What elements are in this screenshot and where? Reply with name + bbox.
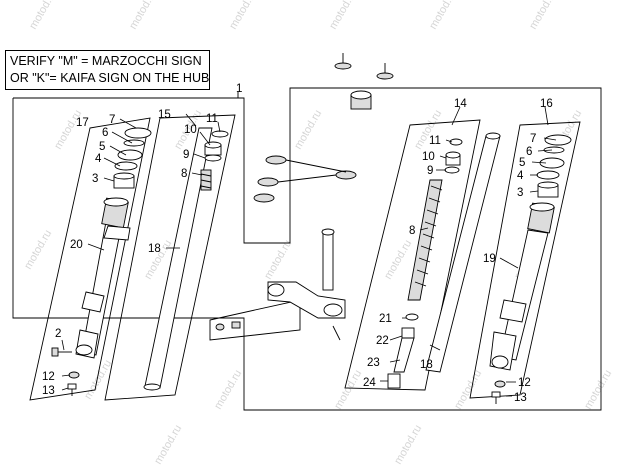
callout-4: 4 [95, 153, 102, 165]
ring-21 [405, 313, 419, 321]
callout-8-right: 8 [409, 225, 415, 237]
watermark: motod.ru [52, 108, 84, 152]
watermark: motod.ru [82, 358, 114, 402]
verification-note: VERIFY "M" = MARZOCCHI SIGN OR "K"= KAIF… [5, 50, 210, 90]
callout-23: 23 [367, 357, 380, 369]
spring-8-right [407, 179, 443, 301]
callout-19: 19 [483, 253, 496, 265]
callout-11: 11 [206, 113, 218, 125]
callout-22: 22 [376, 335, 389, 347]
callout-2: 2 [55, 328, 61, 340]
right-inner-tube-box [344, 119, 481, 391]
bolt-13 [67, 383, 77, 390]
top-bolts [334, 53, 394, 80]
callout-21: 21 [379, 313, 392, 325]
spring-8-left [200, 169, 212, 191]
callout-16: 16 [540, 98, 553, 110]
steering-stem [321, 228, 335, 291]
left-inner-tube [143, 127, 213, 391]
watermark: motod.ru [527, 0, 559, 32]
piece-24 [387, 373, 401, 389]
note-line-2: OR "K"= KAIFA SIGN ON THE HUB [10, 71, 210, 85]
rod-23 [393, 337, 415, 373]
rod-22 [401, 327, 415, 339]
callout-15: 15 [158, 109, 171, 121]
watermark: motod.ru [27, 0, 59, 32]
washer-12 [68, 371, 80, 379]
callout-12-right: 12 [518, 377, 531, 389]
top-nut [350, 90, 372, 110]
callout-20: 20 [70, 239, 83, 251]
callout-4-right: 4 [517, 170, 524, 182]
callout-12: 12 [42, 371, 55, 383]
callout-9-right: 9 [427, 165, 433, 177]
callouts: 1 2 3 4 5 6 7 8 9 10 11 12 13 14 15 16 1… [42, 83, 553, 404]
callout-6: 6 [102, 127, 108, 139]
callout-10: 10 [184, 124, 197, 136]
watermark: motod.ru [327, 0, 359, 32]
left-inner-tube-box [104, 114, 236, 401]
clamp-box [209, 299, 301, 341]
o-ring-11-right [449, 138, 463, 146]
watermark: motod.ru [227, 0, 259, 32]
callout-3-right: 3 [517, 187, 523, 199]
note-line-1: VERIFY "M" = MARZOCCHI SIGN [10, 54, 202, 68]
washer-12-right [494, 380, 506, 388]
leader-lines [61, 106, 557, 397]
watermark: motod.ru [292, 108, 324, 152]
callout-17: 17 [76, 117, 89, 129]
callout-24: 24 [363, 377, 376, 389]
right-fork-box [469, 121, 581, 399]
watermark: motod.ru [582, 368, 614, 412]
watermark: motod.ru [452, 368, 484, 412]
watermark: motod.ru [262, 238, 294, 282]
watermark: motod.ru [392, 423, 424, 467]
watermark: motod.ru [22, 228, 54, 272]
callout-18-right: 18 [420, 359, 433, 371]
callout-9: 9 [183, 149, 189, 161]
oil-seal [117, 149, 143, 161]
callout-7-right: 7 [530, 133, 536, 145]
watermark: motod.ru [212, 368, 244, 412]
callout-7: 7 [109, 114, 115, 126]
callout-5-right: 5 [519, 157, 525, 169]
callout-3: 3 [92, 173, 98, 185]
callout-13-right: 13 [514, 392, 527, 404]
bearing-race [265, 155, 287, 165]
bolt-13-right [491, 391, 501, 398]
callout-11-right: 11 [429, 135, 441, 147]
bolt-2 [51, 347, 72, 357]
left-fork-box [29, 117, 151, 401]
callout-6-right: 6 [526, 146, 532, 158]
callout-14: 14 [454, 98, 467, 110]
dust-seal [124, 127, 152, 139]
callout-10-right: 10 [422, 151, 435, 163]
callout-1: 1 [236, 83, 242, 95]
callout-5: 5 [99, 141, 105, 153]
watermark: motod.ru [127, 0, 159, 32]
watermark: motod.ru [152, 423, 184, 467]
callout-18: 18 [148, 243, 161, 255]
callout-8: 8 [181, 168, 187, 180]
clamp-bolt [231, 321, 241, 329]
right-fork-leg [489, 202, 555, 371]
callout-13: 13 [42, 385, 55, 397]
right-inner-tube [425, 132, 501, 373]
watermark: motod.ru [427, 0, 459, 32]
left-fork-leg [75, 197, 131, 359]
watermark: motod.ru [382, 238, 414, 282]
